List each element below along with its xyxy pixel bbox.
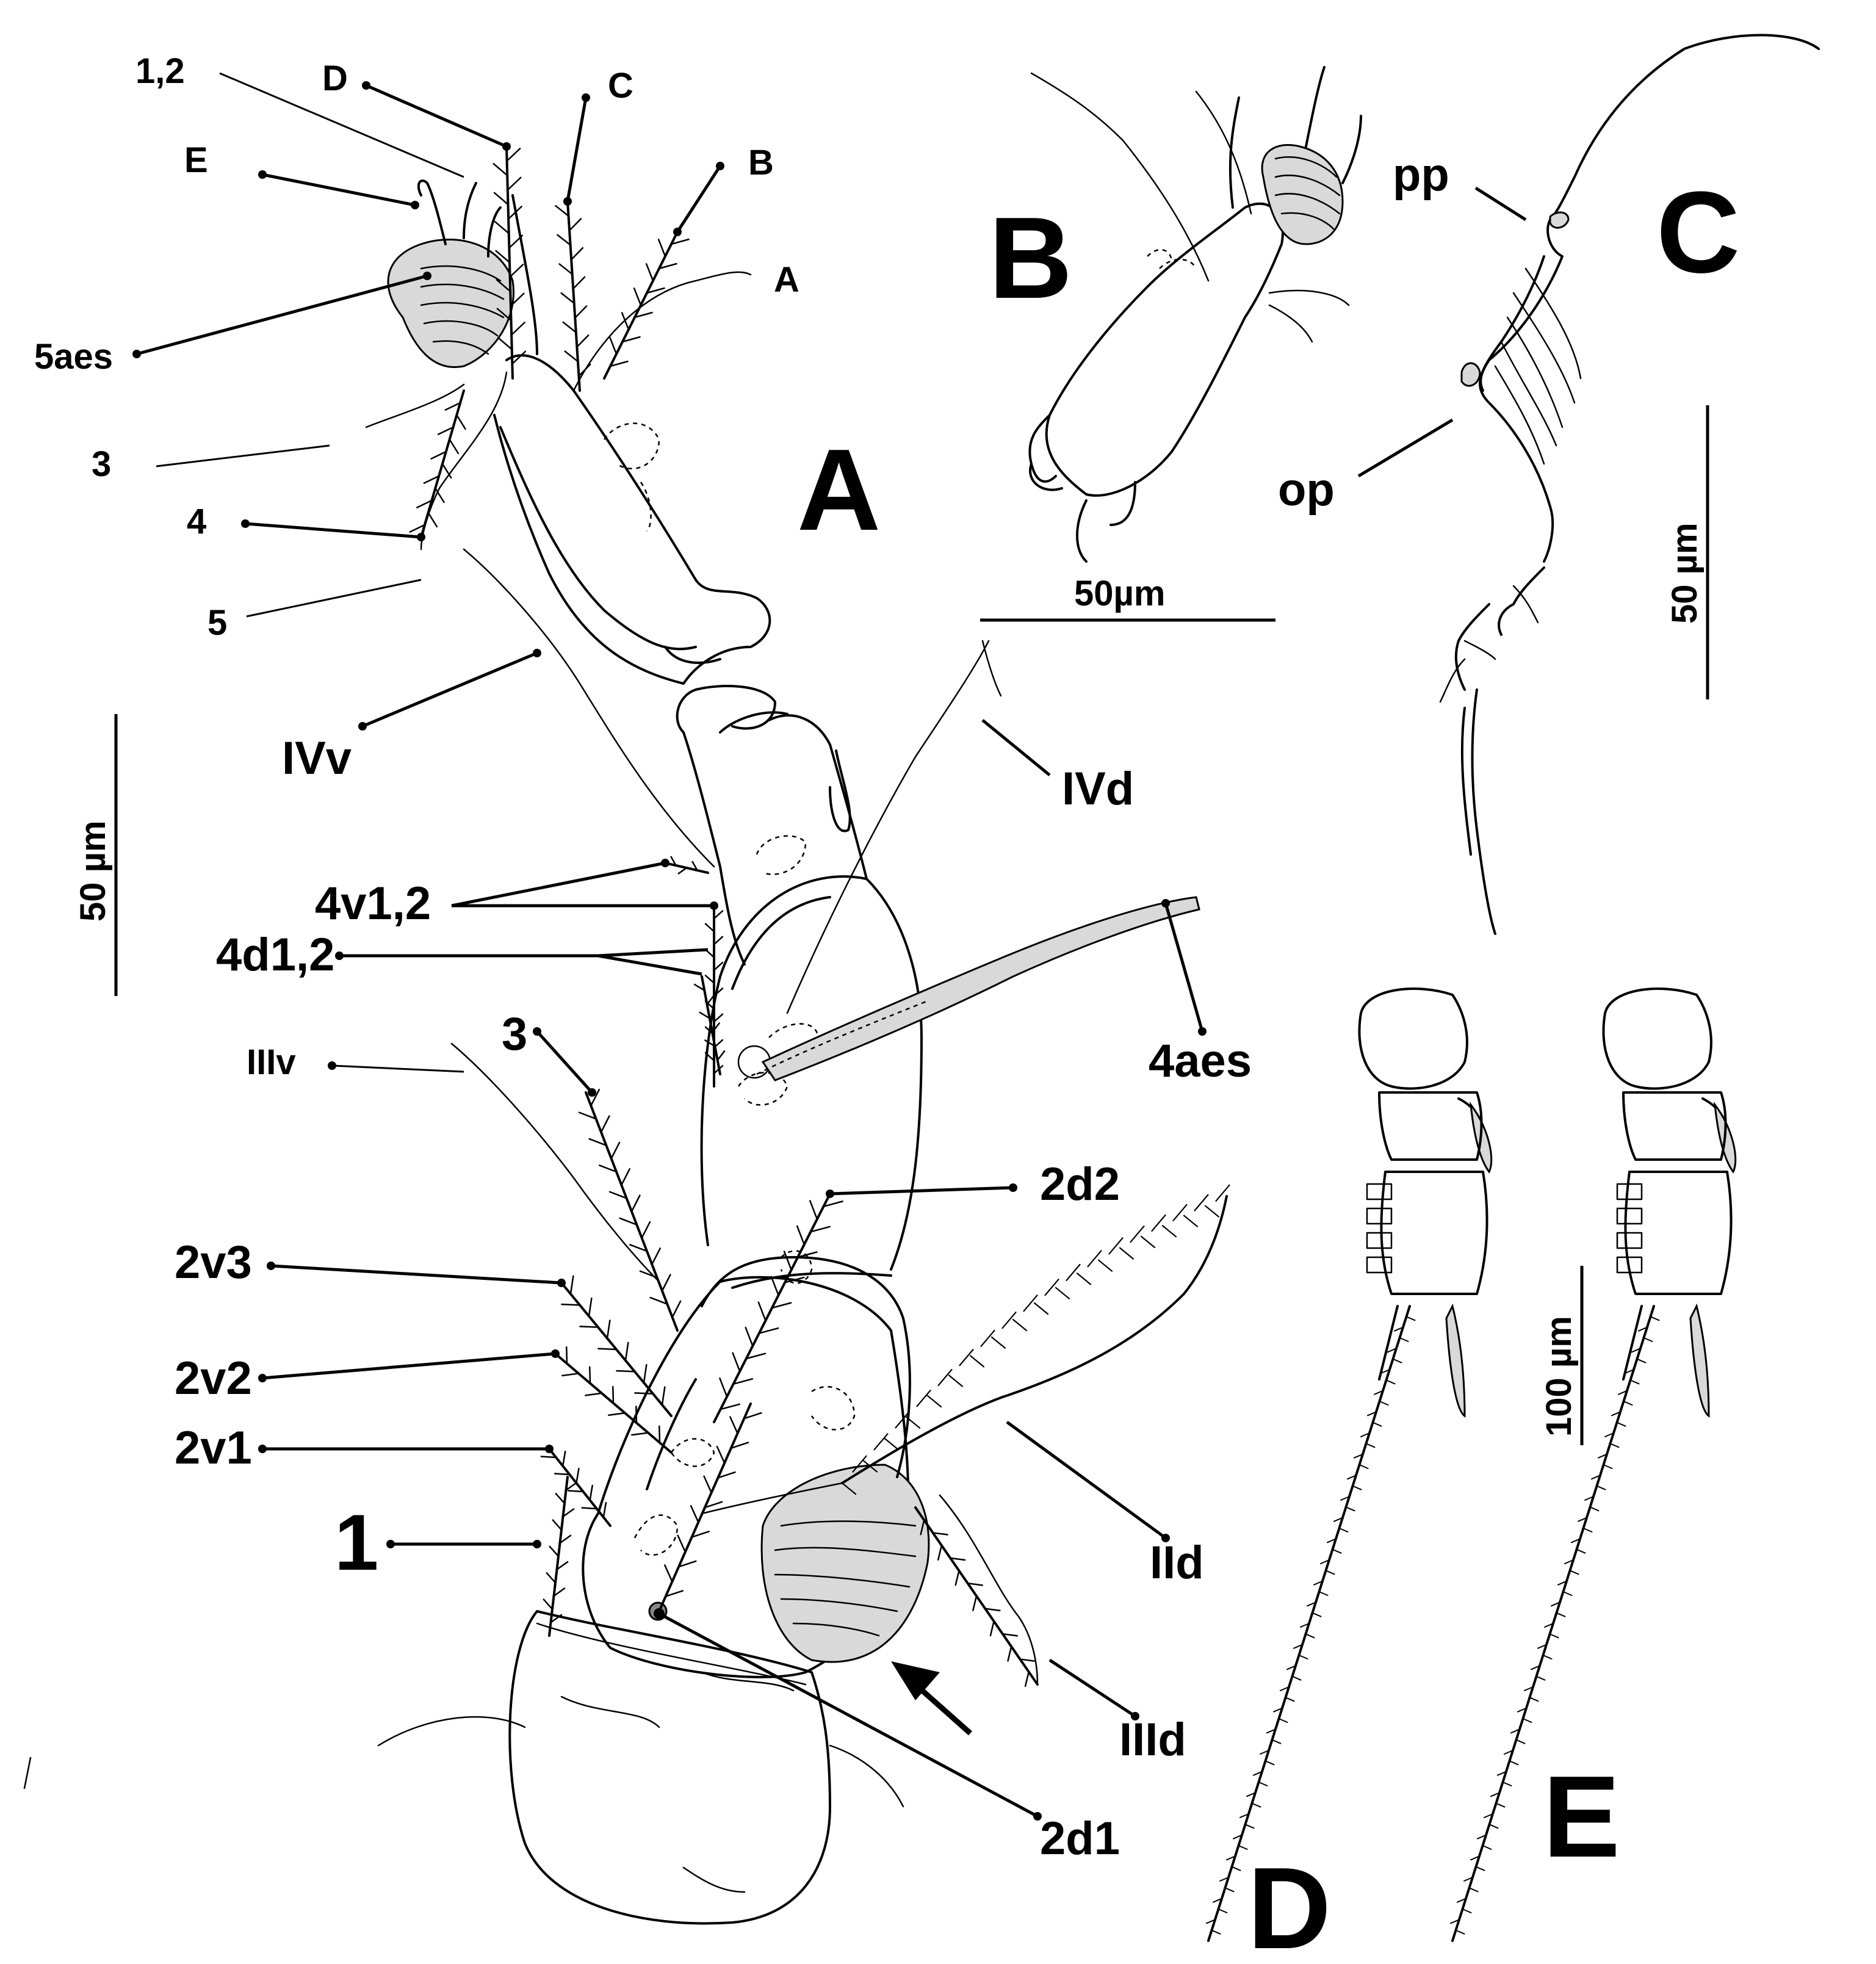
- label-5aes: 5aes: [34, 337, 113, 377]
- label-seta-5: 5: [207, 603, 227, 643]
- label-IIIv: IIIv: [247, 1042, 296, 1082]
- panel-a-annotations: 1,2 D C E B A 5aes 3 4 5 IVv IVd 4v1,2 4…: [34, 51, 1252, 1865]
- panel-label-a: A: [797, 425, 881, 555]
- label-seta-C: C: [608, 66, 633, 106]
- panel-b-drawing: [1028, 66, 1362, 563]
- scale-bar-a-label: 50 µm: [73, 820, 113, 922]
- label-seta-1: 1: [334, 1498, 378, 1587]
- scale-bar-b-label: 50µm: [1074, 574, 1166, 613]
- label-2v2: 2v2: [175, 1352, 252, 1404]
- panel-d-drawing: [1206, 987, 1493, 1942]
- label-pp: pp: [1393, 149, 1449, 201]
- panel-label-d: D: [1247, 1844, 1331, 1964]
- label-seta-3-mid: 3: [502, 1008, 527, 1060]
- panel-label-c: C: [1656, 168, 1740, 297]
- label-seta-D: D: [322, 59, 348, 98]
- label-setae-1-2: 1,2: [135, 51, 185, 91]
- label-seta-E: E: [184, 140, 208, 180]
- label-4d-1-2: 4d1,2: [216, 929, 334, 981]
- label-4aes: 4aes: [1149, 1035, 1252, 1087]
- label-IVd: IVd: [1062, 763, 1134, 815]
- label-IVv: IVv: [282, 732, 352, 784]
- label-4v-1-2: 4v1,2: [315, 878, 431, 930]
- scale-bar-c-label: 50 µm: [1665, 522, 1705, 624]
- panel-label-b: B: [989, 193, 1072, 323]
- panel-label-e: E: [1543, 1752, 1620, 1882]
- antenna-drawing: [365, 145, 1230, 1925]
- label-seta-A: A: [774, 260, 799, 300]
- label-seta-3-top: 3: [92, 444, 111, 484]
- label-IId: IId: [1150, 1537, 1204, 1589]
- label-2v3: 2v3: [175, 1237, 252, 1288]
- panel-c-drawing: [1439, 34, 1820, 935]
- plumose-setae: [409, 145, 1230, 1688]
- label-op: op: [1278, 464, 1335, 516]
- label-seta-B: B: [748, 143, 774, 182]
- panel-e-drawing: [1450, 987, 1737, 1942]
- label-2d1: 2d1: [1040, 1813, 1120, 1865]
- label-2d2: 2d2: [1040, 1158, 1120, 1210]
- label-IIId: IIId: [1119, 1714, 1186, 1766]
- label-seta-4: 4: [187, 502, 206, 541]
- label-2v1: 2v1: [175, 1422, 252, 1474]
- scale-bar-de-label: 100 µm: [1539, 1316, 1579, 1437]
